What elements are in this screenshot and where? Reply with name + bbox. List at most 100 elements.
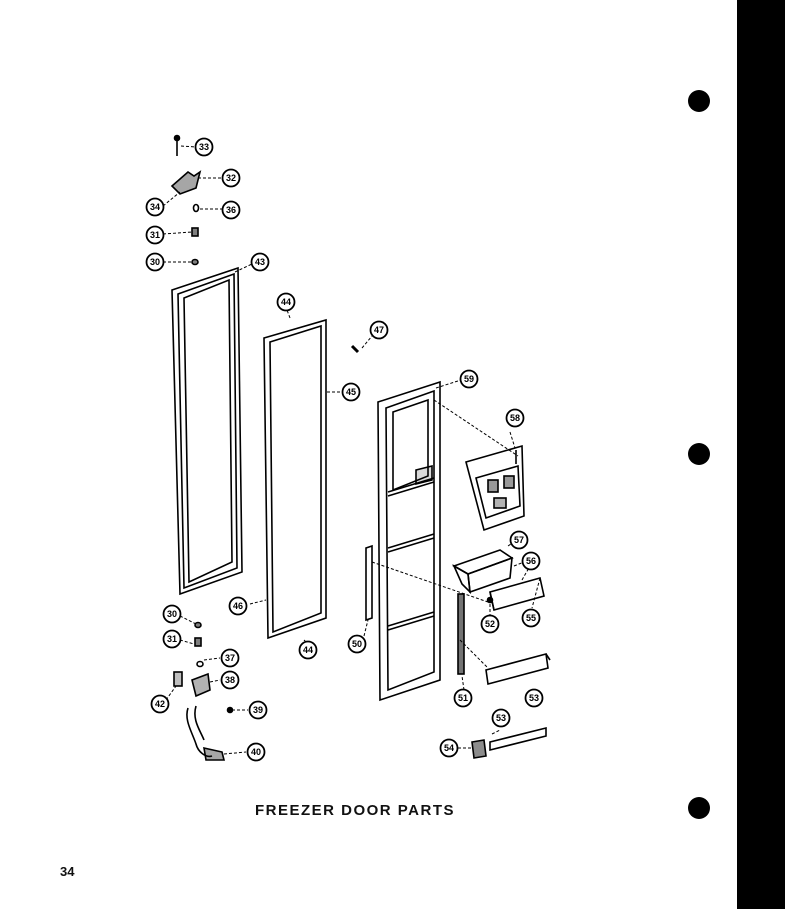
callout-circle: [228, 596, 248, 616]
callout-circle: [298, 640, 318, 660]
callout-circle: [521, 551, 541, 571]
callout-circle: [341, 382, 361, 402]
callout-label: 58: [510, 413, 520, 423]
callout-circle: [162, 629, 182, 649]
callout-32: 32: [221, 168, 241, 188]
callout-53: 53: [524, 688, 544, 708]
door-shelf-bin: [452, 549, 514, 595]
callout-circle: [439, 738, 459, 758]
callout-label: 36: [226, 205, 236, 215]
callout-42: 42: [150, 694, 170, 714]
callout-38: 38: [220, 670, 240, 690]
callout-circle: [246, 742, 266, 762]
callout-label: 30: [167, 609, 177, 619]
punch-hole-top: [688, 90, 710, 112]
callout-circle: [250, 252, 270, 272]
callout-47: 47: [369, 320, 389, 340]
callout-31: 31: [145, 225, 165, 245]
callout-label: 56: [526, 556, 536, 566]
callout-label: 59: [464, 374, 474, 384]
callout-39: 39: [248, 700, 268, 720]
shelf-rail-lower: [489, 726, 547, 752]
callout-label: 50: [352, 639, 362, 649]
callout-label: 38: [225, 675, 235, 685]
clip-part: [486, 596, 494, 604]
callout-label: 31: [150, 230, 160, 240]
callout-58: 58: [505, 408, 525, 428]
dispenser-module: [465, 444, 525, 532]
callout-circle: [453, 688, 473, 708]
callout-circle: [162, 604, 182, 624]
leader-lines: [162, 145, 541, 755]
callout-label: 52: [485, 619, 495, 629]
callout-circle: [248, 700, 268, 720]
callout-label: 43: [255, 257, 265, 267]
callout-label: 30: [150, 257, 160, 267]
callout-label: 33: [199, 142, 209, 152]
callout-37: 37: [220, 648, 240, 668]
callout-46: 46: [228, 596, 248, 616]
callout-circle: [145, 225, 165, 245]
punch-hole-middle: [688, 443, 710, 465]
callout-30: 30: [162, 604, 182, 624]
callout-label: 31: [167, 634, 177, 644]
callout-33: 33: [194, 137, 214, 157]
binding-edge: [737, 0, 785, 909]
door-gasket: [171, 266, 243, 596]
callout-circle: [524, 688, 544, 708]
callout-label: 45: [346, 387, 356, 397]
callout-label: 47: [374, 325, 384, 335]
callout-circle: [347, 634, 367, 654]
callout-label: 37: [225, 653, 235, 663]
callout-circle: [521, 608, 541, 628]
callout-label: 46: [233, 601, 243, 611]
callout-55: 55: [521, 608, 541, 628]
screw-part: [350, 344, 360, 354]
punch-hole-bottom: [688, 797, 710, 819]
callout-59: 59: [459, 369, 479, 389]
callout-45: 45: [341, 382, 361, 402]
callout-53: 53: [491, 708, 511, 728]
top-hinge-assembly: [170, 134, 202, 266]
callout-40: 40: [246, 742, 266, 762]
callout-circle: [220, 648, 240, 668]
callout-44: 44: [276, 292, 296, 312]
callout-51: 51: [453, 688, 473, 708]
callout-label: 55: [526, 613, 536, 623]
callout-label: 57: [514, 535, 524, 545]
vertical-strip: [457, 593, 465, 675]
callout-34: 34: [145, 197, 165, 217]
vertical-trim: [365, 544, 373, 622]
callout-circle: [221, 200, 241, 220]
callout-label: 40: [251, 747, 261, 757]
callout-31: 31: [162, 629, 182, 649]
callout-52: 52: [480, 614, 500, 634]
callout-circle: [459, 369, 479, 389]
callout-label: 44: [303, 645, 313, 655]
callout-label: 53: [496, 713, 506, 723]
callout-circle: [369, 320, 389, 340]
diagram-caption: FREEZER DOOR PARTS: [254, 802, 456, 819]
callout-circle: [145, 252, 165, 272]
callout-circle: [276, 292, 296, 312]
callout-label: 54: [444, 743, 454, 753]
inner-door-frame: [377, 380, 441, 702]
callout-circle: [480, 614, 500, 634]
end-cap-part: [471, 739, 487, 759]
callout-36: 36: [221, 200, 241, 220]
callout-circle: [505, 408, 525, 428]
callout-56: 56: [521, 551, 541, 571]
page-number: 34: [60, 864, 75, 879]
callout-57: 57: [509, 530, 529, 550]
callout-label: 34: [150, 202, 160, 212]
callout-label: 53: [529, 693, 539, 703]
callout-circle: [145, 197, 165, 217]
callout-circle: [491, 708, 511, 728]
callout-label: 44: [281, 297, 291, 307]
shelf-rail-middle: [485, 652, 551, 686]
callout-circle: [150, 694, 170, 714]
callout-43: 43: [250, 252, 270, 272]
door-panel: [263, 318, 327, 640]
callout-label: 39: [253, 705, 263, 715]
